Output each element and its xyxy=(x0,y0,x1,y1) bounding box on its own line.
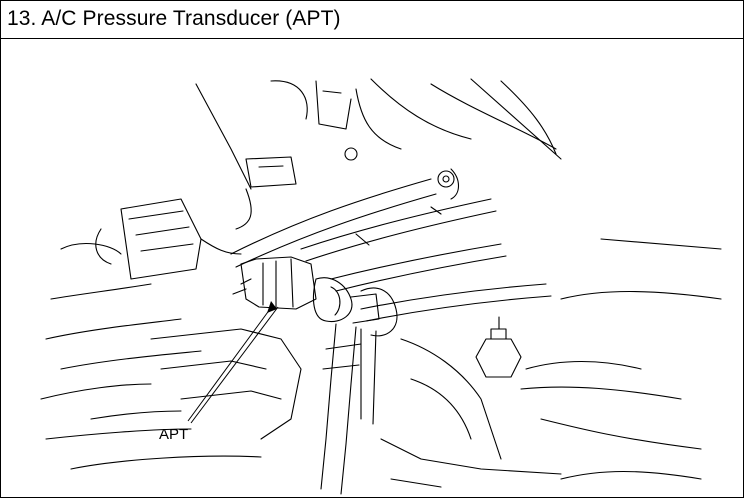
title-bar: 13. A/C Pressure Transducer (APT) xyxy=(1,1,743,39)
apt-callout-label: APT xyxy=(159,426,189,443)
component-illustration xyxy=(1,39,743,497)
engine-bay-line-drawing xyxy=(40,78,722,495)
callout-arrowhead xyxy=(267,301,277,313)
page-title: 13. A/C Pressure Transducer (APT) xyxy=(7,7,341,30)
